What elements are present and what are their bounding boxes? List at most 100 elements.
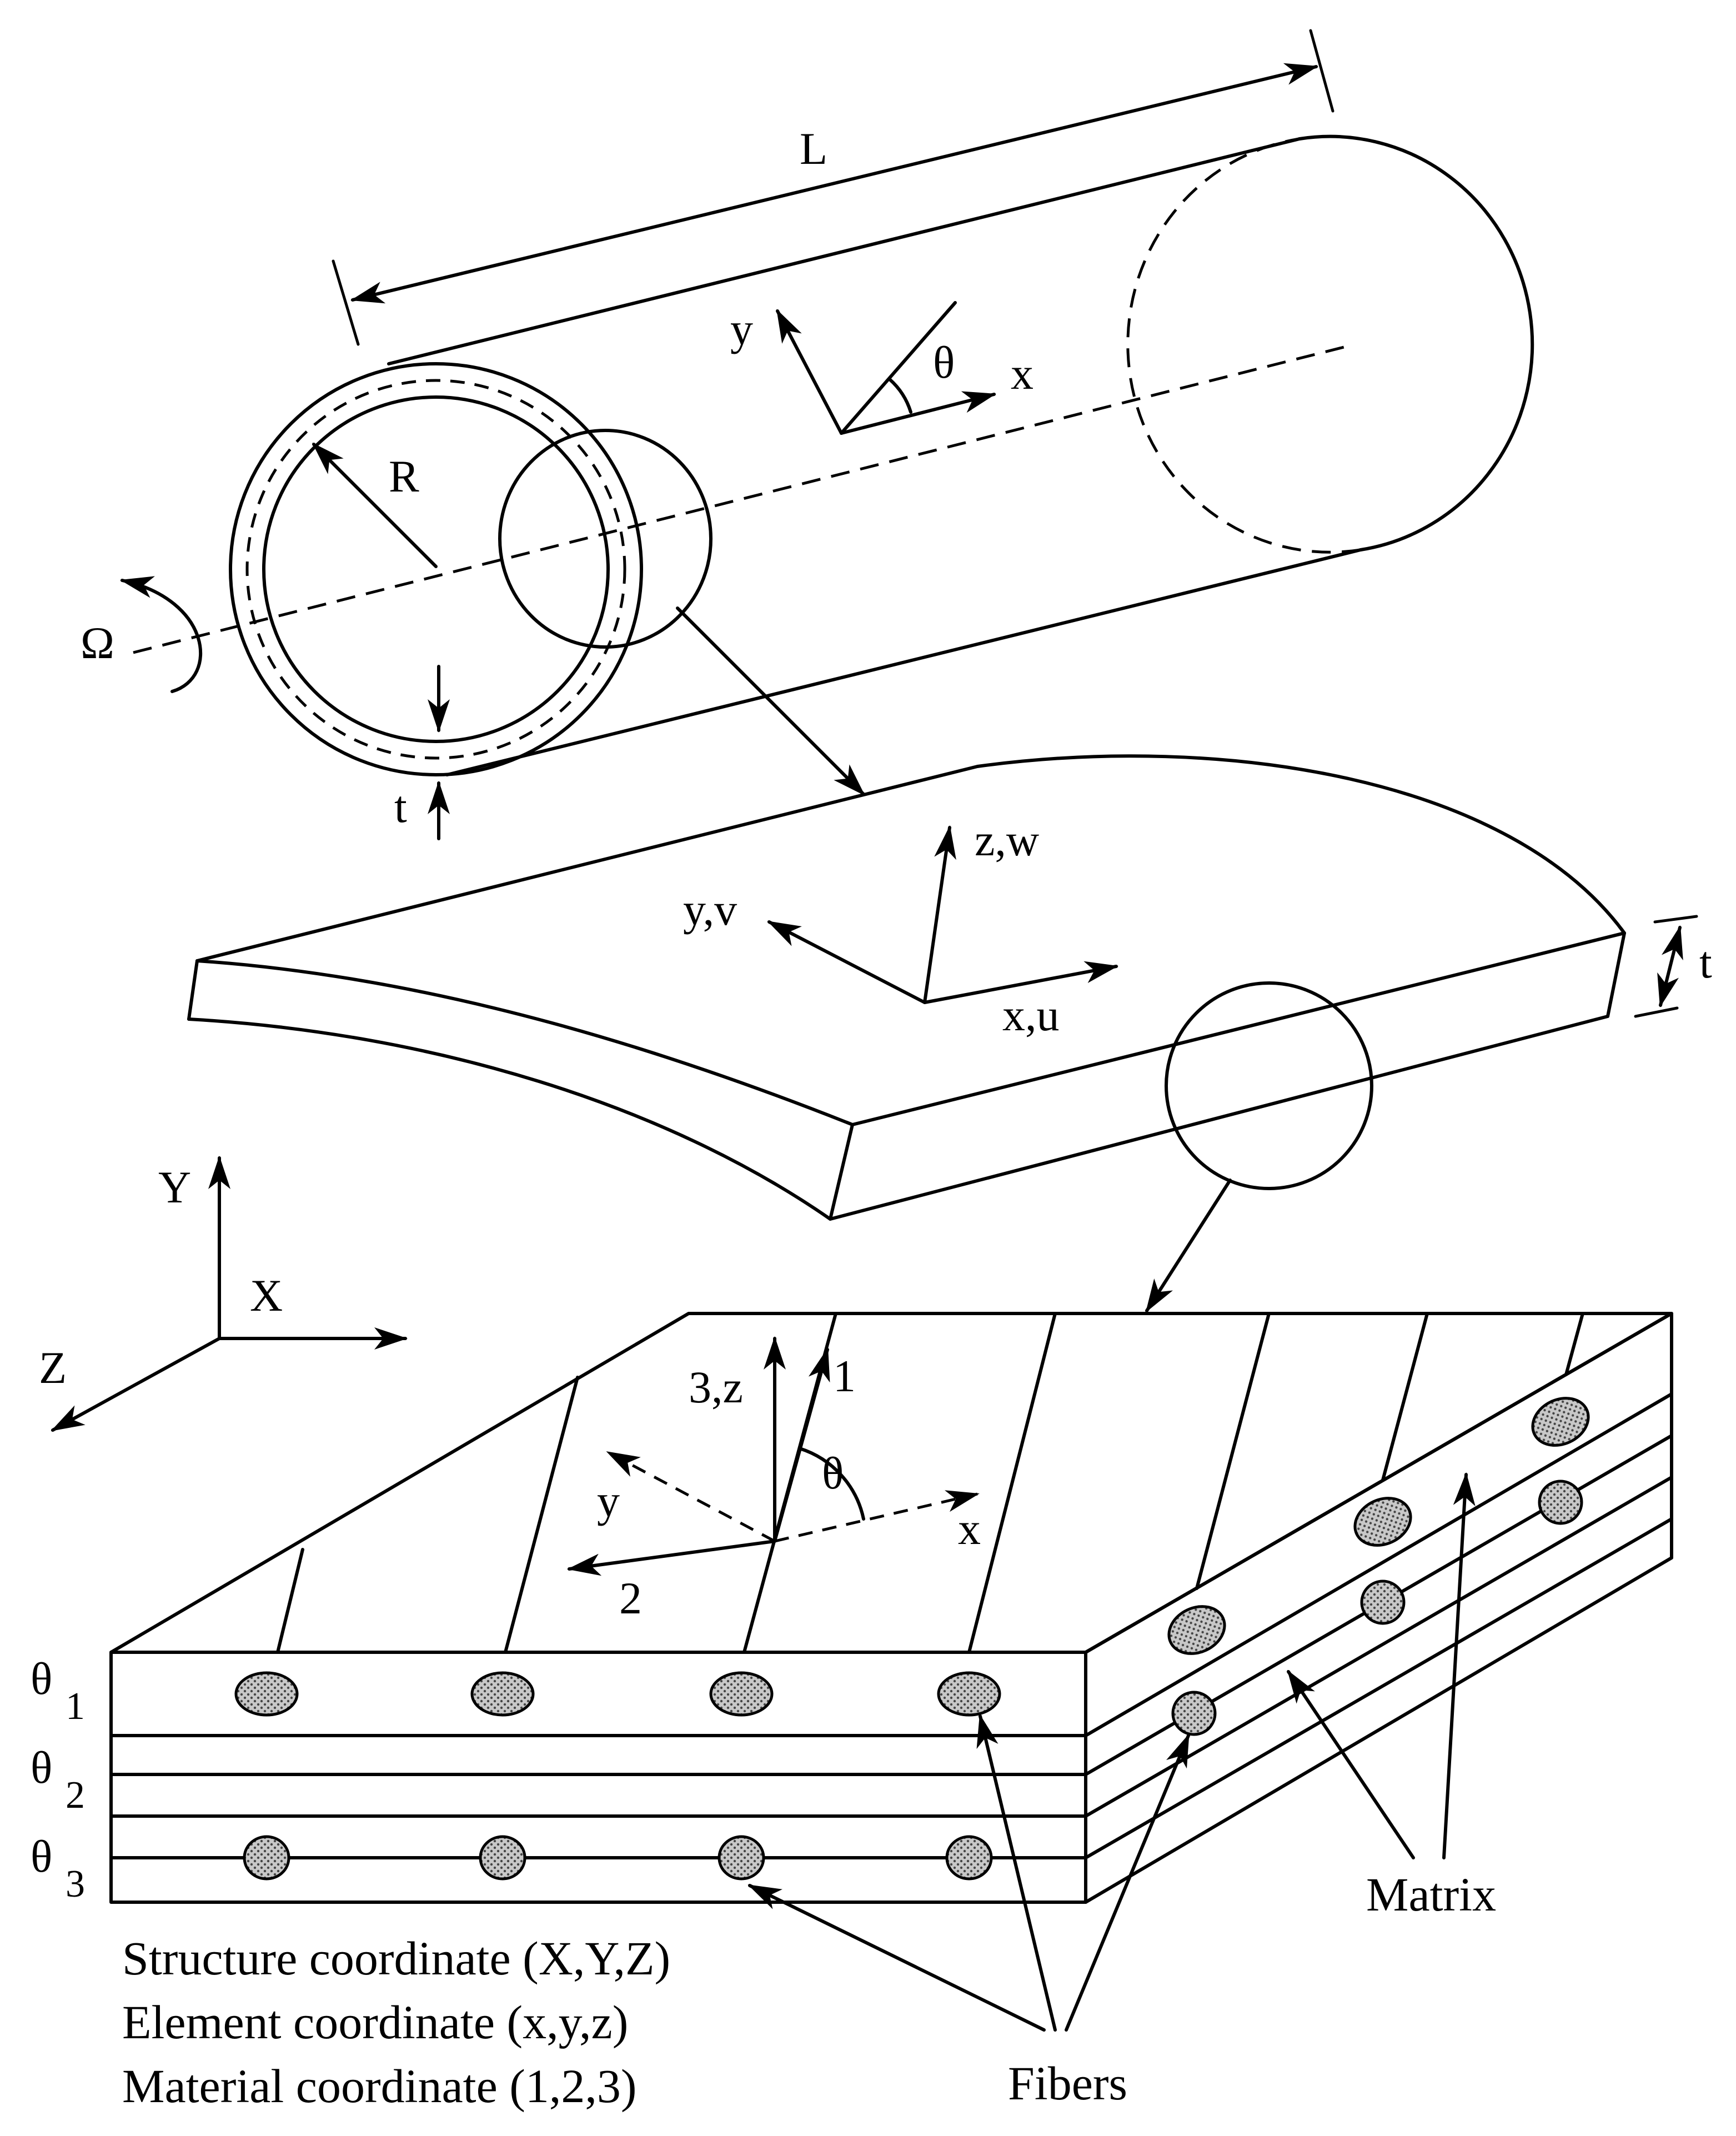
inner-ring bbox=[262, 395, 610, 743]
cyl-y-label: y bbox=[730, 304, 753, 354]
fiber-ply1-b bbox=[470, 1671, 535, 1717]
legend-structure: Structure coordinate (X,Y,Z) bbox=[122, 1932, 670, 1985]
laminate-1-axis bbox=[773, 1347, 830, 1543]
ply-label-2: θ 2 bbox=[31, 1742, 85, 1817]
structure-z-label: Z bbox=[39, 1342, 67, 1393]
shell-thickness-arrow bbox=[1657, 925, 1683, 1007]
legend-element: Element coordinate (x,y,z) bbox=[122, 1995, 628, 2049]
fiber-side-3c bbox=[1538, 1480, 1583, 1525]
fiber-line-top-6 bbox=[1381, 1312, 1429, 1482]
fiber-line-top-2 bbox=[504, 1376, 579, 1654]
shell-element: z,w y,v x,u t bbox=[187, 754, 1712, 1221]
coordinate-legend: Structure coordinate (X,Y,Z) Element coo… bbox=[122, 1932, 670, 2113]
cyl-theta-label: θ bbox=[933, 337, 955, 388]
shell-x-axis bbox=[923, 961, 1118, 1004]
laminate-y-axis bbox=[606, 1451, 776, 1543]
laminate: 3,z 1 y 2 x θ θ 1 θ 2 θ 3 Matrix Fibers bbox=[31, 1312, 1673, 2110]
svg-text:3: 3 bbox=[66, 1863, 85, 1906]
fiber-line-top-4 bbox=[967, 1312, 1057, 1654]
cylinder: R L t Ω y x θ bbox=[81, 29, 1534, 840]
fiber-side-1a bbox=[1167, 1605, 1226, 1655]
length-label: L bbox=[800, 123, 827, 174]
svg-text:θ: θ bbox=[31, 1653, 52, 1704]
fiber-side-1b bbox=[1353, 1497, 1412, 1547]
structure-z-axis bbox=[51, 1337, 221, 1432]
cylinder-bottom-edge bbox=[445, 548, 1362, 776]
fibers-label: Fibers bbox=[1008, 2057, 1127, 2110]
fiber-ply1-d bbox=[937, 1671, 1001, 1717]
fibers-arrow-2 bbox=[976, 1714, 1057, 2032]
svg-text:1: 1 bbox=[66, 1685, 85, 1728]
pointer-shell-to-laminate bbox=[1145, 1179, 1232, 1313]
ply-label-3: θ 3 bbox=[31, 1831, 85, 1906]
fiber-ply3-d bbox=[945, 1835, 993, 1881]
pointer-cylinder-to-shell bbox=[676, 606, 865, 796]
matrix-arrow-2 bbox=[1442, 1472, 1476, 1859]
svg-text:2: 2 bbox=[66, 1774, 85, 1817]
shell-left-edge bbox=[187, 959, 199, 1021]
shell-right-edge bbox=[1606, 931, 1626, 1018]
fibers-arrow-1 bbox=[747, 1884, 1046, 2032]
radius-arrow bbox=[312, 443, 438, 568]
shell-y-label: y,v bbox=[683, 884, 737, 935]
laminate-angle-arc bbox=[798, 1447, 865, 1521]
far-end-hidden-arc bbox=[1126, 137, 1361, 554]
mid-surface-ring bbox=[245, 379, 626, 760]
laminate-2-label: 2 bbox=[619, 1573, 642, 1623]
shell-thickness-label: t bbox=[1699, 937, 1712, 987]
cylinder-axis bbox=[133, 345, 1344, 654]
fiber-line-top-7 bbox=[1564, 1312, 1584, 1376]
cyl-fiber-direction bbox=[840, 301, 957, 435]
fiber-ply3-a bbox=[243, 1835, 290, 1881]
ply-label-1: θ 1 bbox=[31, 1653, 85, 1728]
cyl-y-axis bbox=[776, 309, 843, 435]
laminate-x-axis bbox=[774, 1490, 980, 1543]
shell-z-label: z,w bbox=[975, 815, 1039, 865]
structure-x-label: X bbox=[250, 1270, 283, 1321]
shell-corner-edge bbox=[829, 1123, 854, 1221]
cyl-x-label: x bbox=[1011, 348, 1033, 399]
outer-ring bbox=[229, 362, 643, 776]
laminate-theta-label: θ bbox=[822, 1448, 844, 1498]
fiber-side-3b bbox=[1360, 1580, 1406, 1625]
cylinder-top-edge bbox=[387, 137, 1301, 365]
fiber-side-3a bbox=[1171, 1691, 1217, 1736]
laminate-1-label: 1 bbox=[833, 1351, 856, 1401]
shell-front-bottom bbox=[187, 1015, 1609, 1221]
cyl-angle-arc bbox=[888, 378, 912, 414]
rotation-arrow bbox=[120, 576, 203, 693]
fibers-arrow-3 bbox=[1065, 1733, 1190, 2032]
shell-top-back-edge bbox=[195, 754, 1626, 962]
shell-y-axis bbox=[767, 920, 926, 1004]
laminate-3z-label: 3,z bbox=[689, 1362, 743, 1412]
legend-material: Material coordinate (1,2,3) bbox=[122, 2059, 637, 2113]
shell-t-tick-bottom bbox=[1634, 1006, 1679, 1018]
laminate-top-face bbox=[109, 1312, 1673, 1654]
ply-line-side-1 bbox=[1084, 1392, 1673, 1737]
ply-line-side-4 bbox=[1084, 1517, 1673, 1859]
shell-t-tick-top bbox=[1653, 915, 1698, 924]
detail-circle-cylinder bbox=[498, 429, 713, 649]
fiber-ply3-c bbox=[718, 1835, 765, 1881]
fiber-ply1-c bbox=[709, 1671, 774, 1717]
length-dimension bbox=[350, 63, 1318, 304]
rotation-label: Ω bbox=[81, 618, 114, 668]
matrix-arrow-1 bbox=[1287, 1669, 1415, 1859]
fiber-side-1c bbox=[1531, 1397, 1590, 1447]
thickness-label-cylinder: t bbox=[394, 781, 407, 832]
svg-text:θ: θ bbox=[31, 1742, 52, 1793]
fiber-ply3-b bbox=[479, 1835, 526, 1881]
shell-top-front-edge bbox=[195, 931, 1626, 1126]
far-end-solid-arc bbox=[1298, 134, 1534, 551]
fiber-ply1-a bbox=[234, 1671, 299, 1717]
structure-axes: Y X Z bbox=[39, 1156, 408, 1432]
matrix-label: Matrix bbox=[1366, 1868, 1496, 1921]
laminate-front-face bbox=[109, 1651, 1087, 1904]
laminate-2-axis bbox=[567, 1540, 776, 1576]
laminate-y-label: y bbox=[597, 1476, 620, 1526]
length-ext-right bbox=[1309, 29, 1334, 113]
cyl-x-axis bbox=[840, 391, 996, 435]
shell-x-label: x,u bbox=[1002, 990, 1060, 1040]
radius-label: R bbox=[389, 451, 419, 502]
